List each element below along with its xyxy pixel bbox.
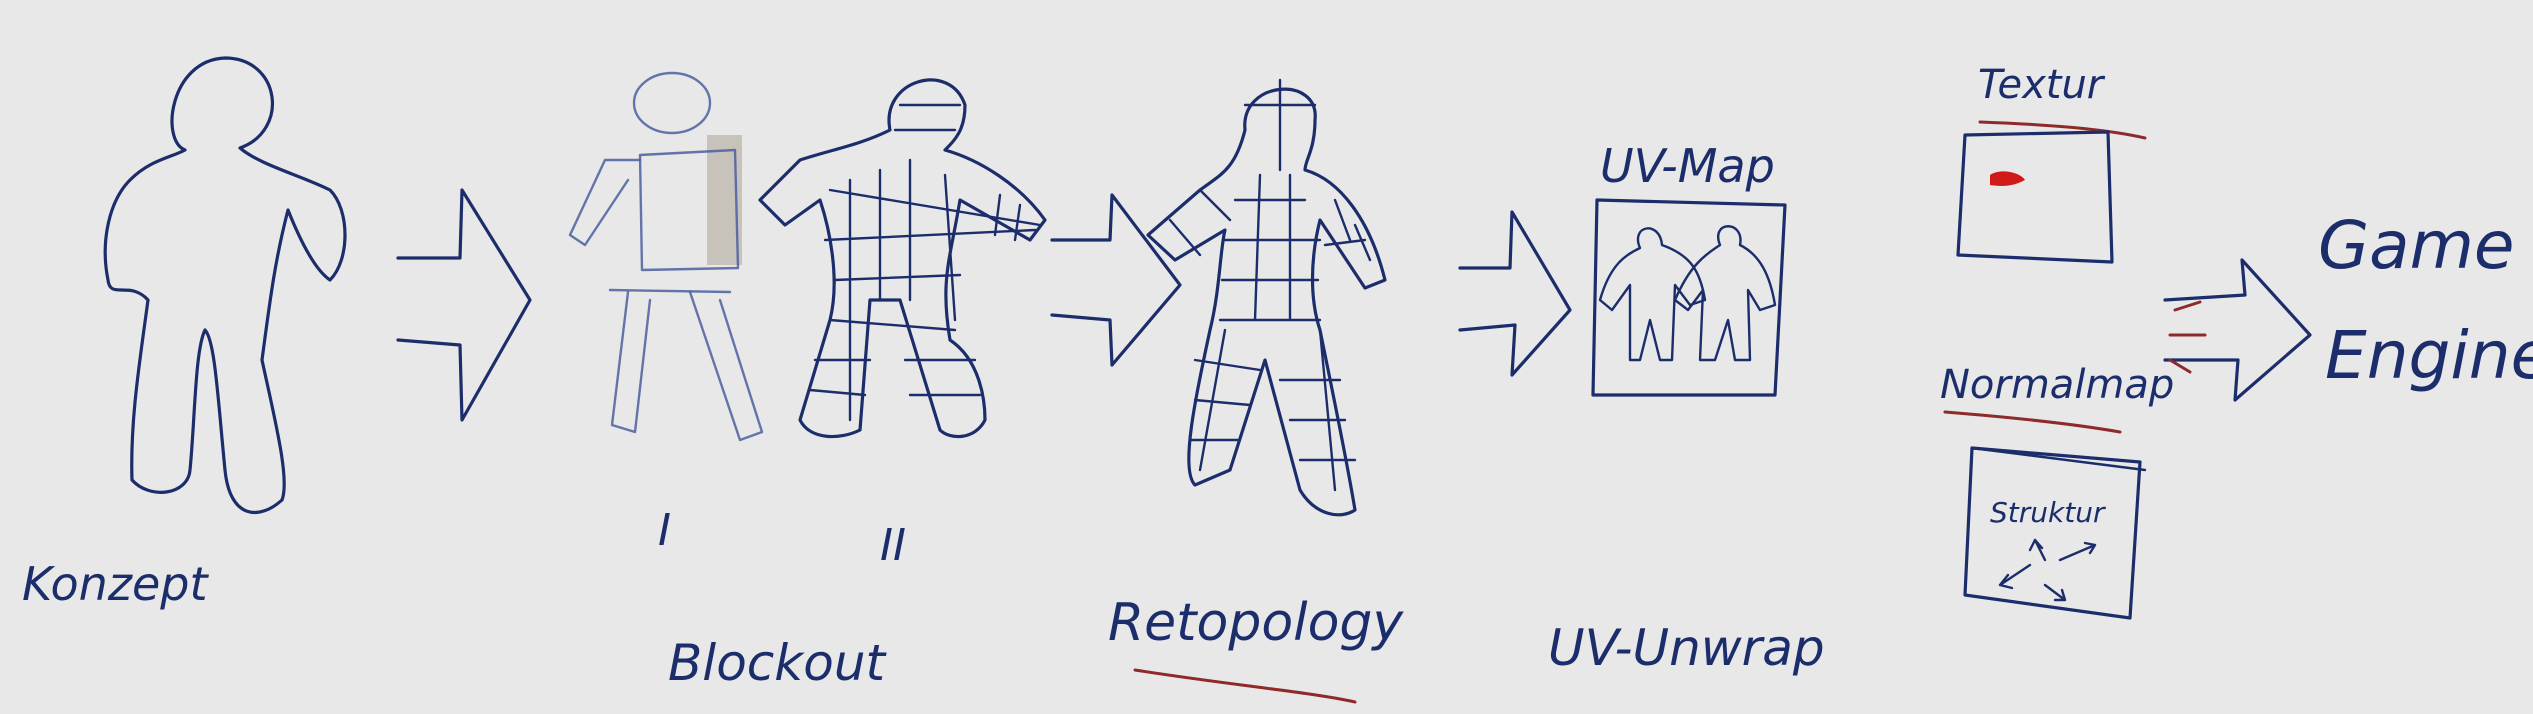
textur-underline: [1978, 120, 2147, 140]
label-textur: Textur: [1978, 62, 2106, 108]
label-uv-unwrap: UV-Unwrap: [1548, 619, 1825, 677]
label-konzept: Konzept: [22, 557, 209, 611]
label-game: Game: [2318, 207, 2515, 284]
normal-map-square: Struktur: [1963, 446, 2147, 620]
label-uv-map: UV-Map: [1600, 139, 1775, 193]
arrow-right-icon: [396, 188, 532, 422]
label-engine: Engine: [2325, 317, 2533, 394]
concept-figure: [103, 56, 347, 515]
label-blockout-ii: II: [880, 520, 906, 571]
mesh-figure-icon: [758, 78, 1047, 439]
retopology-figure: [1146, 78, 1387, 517]
label-blockout: Blockout: [668, 634, 888, 692]
label-blockout-i: I: [658, 505, 671, 556]
blockout-figure-i: [568, 71, 764, 442]
uv-map-frame: [1591, 198, 1787, 397]
label-struktur: Struktur: [1990, 496, 2106, 529]
normal-map-underline: [1943, 410, 2122, 434]
arrow-right-icon: [1050, 193, 1182, 367]
retopology-underline: [1133, 668, 1357, 704]
label-retopology: Retopology: [1108, 593, 1404, 653]
texture-square: [1956, 130, 2114, 264]
label-normal-map: Normalmap: [1940, 362, 2174, 408]
arrow-right-icon: [2163, 258, 2312, 402]
arrow-right-icon: [1458, 210, 1572, 377]
